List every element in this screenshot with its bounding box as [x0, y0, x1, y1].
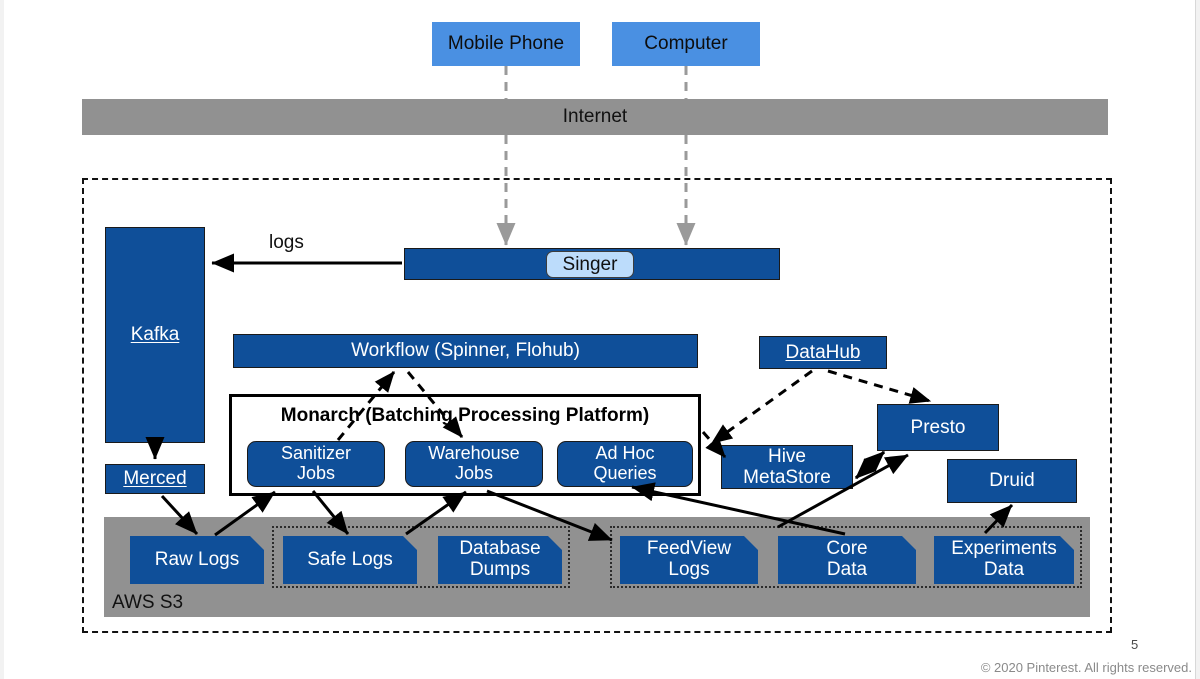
container-monarch-title: Monarch (Batching Processing Platform) [280, 405, 650, 426]
store-raw-logs[interactable]: Raw Logs [130, 536, 264, 584]
store-database-dumps-label: Database Dumps [459, 538, 541, 580]
container-aws-s3-label: AWS S3 [112, 592, 183, 614]
store-core-data[interactable]: Core Data [778, 536, 916, 584]
node-hive-metastore[interactable]: Hive MetaStore [721, 445, 853, 489]
page-number: 5 [1131, 637, 1138, 652]
node-ad-hoc-queries[interactable]: Ad Hoc Queries [557, 441, 693, 487]
store-core-data-label: Core Data [826, 538, 868, 580]
store-feedview-logs-label: FeedView Logs [646, 538, 732, 580]
node-merced[interactable]: Merced [105, 464, 205, 494]
slide-right-edge [1196, 0, 1200, 679]
node-warehouse-jobs-label: Warehouse Jobs [428, 443, 520, 483]
edge-label-logs: logs [269, 232, 304, 254]
store-feedview-logs[interactable]: FeedView Logs [620, 536, 758, 584]
node-hive-metastore-label: Hive MetaStore [743, 445, 831, 488]
node-presto[interactable]: Presto [877, 404, 999, 451]
node-mobile-phone[interactable]: Mobile Phone [432, 22, 580, 66]
node-workflow[interactable]: Workflow (Spinner, Flohub) [233, 334, 698, 368]
node-mobile-phone-label: Mobile Phone [447, 33, 565, 55]
page-number-text: 5 [1131, 637, 1139, 652]
edge-label-logs-text: logs [269, 232, 304, 253]
node-sanitizer-jobs-label: Sanitizer Jobs [280, 443, 352, 483]
container-aws-s3-label-text: AWS S3 [112, 592, 184, 613]
store-safe-logs-label: Safe Logs [307, 548, 393, 570]
node-computer[interactable]: Computer [612, 22, 760, 66]
node-datahub[interactable]: DataHub [759, 336, 887, 369]
store-database-dumps[interactable]: Database Dumps [438, 536, 562, 584]
platform-boundary [82, 178, 1112, 633]
node-internet: Internet [82, 99, 1108, 135]
node-datahub-label: DataHub [785, 341, 861, 363]
node-ad-hoc-queries-label: Ad Hoc Queries [593, 443, 657, 483]
node-merced-label: Merced [123, 468, 187, 490]
slide-right-rule [1195, 0, 1196, 679]
store-experiments-data-label: Experiments Data [951, 538, 1057, 580]
node-druid-label: Druid [989, 470, 1035, 492]
node-kafka-label: Kafka [130, 324, 180, 346]
copyright-notice: © 2020 Pinterest. All rights reserved. [981, 660, 1192, 675]
node-workflow-label: Workflow (Spinner, Flohub) [351, 340, 580, 362]
store-raw-logs-label: Raw Logs [154, 548, 240, 570]
node-kafka[interactable]: Kafka [105, 227, 205, 443]
copyright-text: © 2020 Pinterest. All rights reserved. [980, 660, 1192, 675]
node-singer-label: Singer [562, 253, 618, 275]
node-presto-label: Presto [910, 416, 966, 438]
store-experiments-data[interactable]: Experiments Data [934, 536, 1074, 584]
node-sanitizer-jobs[interactable]: Sanitizer Jobs [247, 441, 385, 487]
slide-left-edge [0, 0, 4, 679]
node-warehouse-jobs[interactable]: Warehouse Jobs [405, 441, 543, 487]
node-singer[interactable]: Singer [546, 251, 634, 278]
node-druid[interactable]: Druid [947, 459, 1077, 503]
node-computer-label: Computer [644, 33, 728, 55]
node-internet-label: Internet [562, 106, 628, 128]
store-safe-logs[interactable]: Safe Logs [283, 536, 417, 584]
